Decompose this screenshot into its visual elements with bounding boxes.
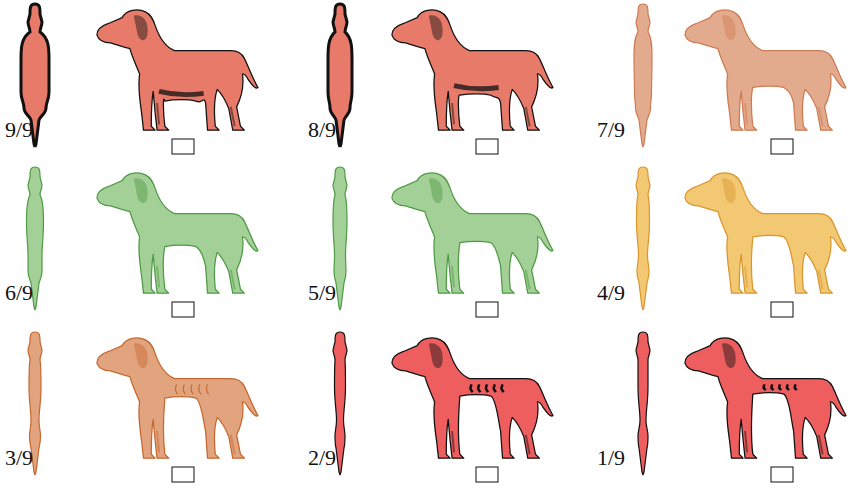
score-box [476,139,498,154]
score-label: 8/9 [308,118,336,142]
score-label: 9/9 [5,118,33,142]
dog-body [97,338,258,458]
rib-line [494,384,496,392]
dog-panel [333,332,553,482]
score-label: 7/9 [597,118,625,142]
score-label: 6/9 [5,281,33,305]
dog-body [392,10,553,130]
dog-panel [333,167,553,317]
rib-line [787,384,789,390]
dog-panel [636,332,846,482]
dog-panel [27,167,258,317]
dog-body [97,10,258,130]
dog-ear [429,178,443,203]
dog-ear [722,15,736,40]
dog-ear [429,15,443,40]
rib-line [175,384,177,394]
side-view-dog [685,338,846,458]
score-box [771,302,793,317]
dog-panel [28,332,258,482]
rib-line [486,384,488,392]
dog-panel [21,4,258,154]
side-view-dog [392,338,553,458]
leg-shading [157,266,235,289]
side-view-dog [685,173,846,293]
score-label: 4/9 [597,281,625,305]
rib-line [763,384,765,390]
rib-line [183,384,185,394]
score-box [476,302,498,317]
rib-line [206,384,208,394]
belly-shading [159,91,204,94]
dog-ear [722,343,736,368]
belly-shading [454,86,499,89]
dog-body [97,173,258,293]
dog-body [392,173,553,293]
dog-body [685,338,846,458]
dog-panel [634,4,846,154]
dog-ear [134,15,148,40]
top-view-silhouette [636,167,650,310]
score-label: 3/9 [5,446,33,470]
dog-panel [636,167,846,317]
rib-line [191,384,193,394]
score-box [771,139,793,154]
score-box [771,467,793,482]
score-box [476,467,498,482]
dog-panel [328,4,553,154]
score-label: 2/9 [308,446,336,470]
leg-shading [745,103,823,126]
side-view-dog [97,338,258,458]
leg-shading [452,431,530,454]
side-view-dog [685,10,846,130]
rib-line [470,384,472,392]
dog-body [685,10,846,130]
score-box [172,139,194,154]
rib-line [794,384,796,390]
side-view-dog [392,173,553,293]
rib-line [478,384,480,392]
leg-shading [452,103,530,126]
score-label: 5/9 [308,281,336,305]
rib-line [771,384,773,390]
rib-line [199,384,201,394]
dog-ear [722,178,736,203]
dog-ear [134,178,148,203]
score-box [172,467,194,482]
leg-shading [452,266,530,289]
score-label: 1/9 [597,446,625,470]
rib-line [501,384,503,392]
side-view-dog [97,10,258,130]
top-view-silhouette [634,4,652,147]
dog-body [685,173,846,293]
top-view-silhouette [636,332,650,475]
dog-body [392,338,553,458]
leg-shading [745,431,823,454]
dog-ear [429,343,443,368]
side-view-dog [392,10,553,130]
leg-shading [157,431,235,454]
leg-shading [157,103,235,126]
side-view-dog [97,173,258,293]
dog-ear [134,343,148,368]
rib-line [779,384,781,390]
score-box [172,302,194,317]
leg-shading [745,266,823,289]
